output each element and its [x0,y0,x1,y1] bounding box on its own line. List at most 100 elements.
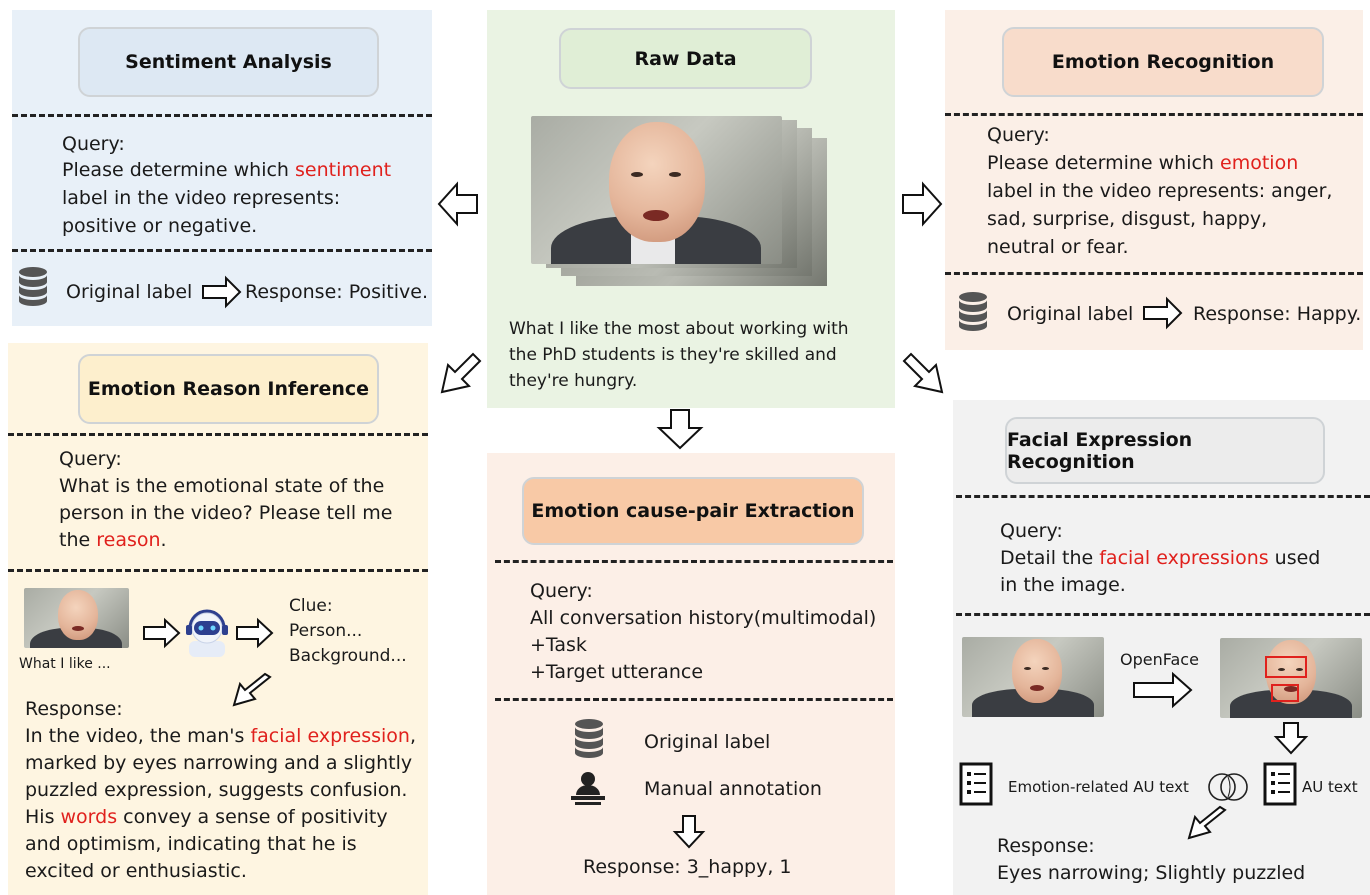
facial-expression-title: Facial Expression Recognition [1005,417,1325,484]
down-arrow-icon [672,815,706,849]
emotion-recognition-panel: Emotion Recognition Query: Please determ… [945,10,1363,350]
highlight-facial-expression: facial expression [250,725,410,747]
response-line: and optimism, indicating that he is [25,833,357,855]
divider [8,433,428,436]
clue-line: Person... [289,621,363,641]
query-text: Detail the [1000,547,1100,569]
database-icon [19,267,47,306]
divider [945,113,1363,116]
divider [956,613,1370,616]
divider [12,114,432,117]
au-eye-region-box [1265,656,1307,678]
divider [495,698,893,701]
query-text-line: positive or negative. [62,215,258,237]
response-text: Eyes narrowing; Slightly puzzled [997,862,1306,884]
query-text-line: +Task [530,634,587,656]
divider [8,569,428,572]
annotated-face-image [1220,638,1362,718]
query-text-line: Detail the facial expressions used [1000,544,1320,572]
right-arrow-icon [202,275,242,309]
highlight-facial-expressions: facial expressions [1099,547,1269,569]
response-text: Response: Happy. [1193,303,1362,325]
query-text: used [1268,547,1321,569]
down-right-arrow-icon [902,352,944,394]
response-line: puzzled expression, suggests confusion. [25,779,408,801]
emotion-related-au-text: Emotion-related AU text [1008,778,1189,796]
down-left-arrow-icon [440,352,482,394]
document-list-icon [1263,762,1297,806]
transcript-line: What I like the most about working with [509,319,849,339]
query-label: Query: [1000,520,1063,542]
original-label-text: Original label [66,281,193,303]
au-text-label: AU text [1302,778,1358,796]
input-face-image [962,637,1104,717]
annotator-icon [571,772,605,805]
emotion-cause-panel: Emotion cause-pair Extraction Query: All… [487,453,895,895]
original-label-text: Original label [1007,303,1134,325]
response-line: marked by eyes narrowing and a slightly [25,752,413,774]
right-arrow-icon [1133,671,1193,709]
openface-label: OpenFace [1120,650,1199,669]
highlight-emotion: emotion [1220,152,1299,174]
query-label: Query: [987,124,1050,146]
right-arrow-icon [236,617,274,649]
right-arrow-icon [902,181,943,227]
query-text: Please determine which [987,152,1221,174]
query-text-line: +Target utterance [530,661,704,683]
divider [956,495,1370,498]
query-text-line: label in the video represents: anger, [987,180,1333,202]
response-text: convey a sense of positivity [117,806,388,828]
document-list-icon [959,762,993,806]
manual-annotation-text: Manual annotation [644,778,822,800]
response-text: , [409,725,417,747]
response-text: In the video, the man's [25,725,251,747]
query-label: Query: [59,448,122,470]
down-left-arrow-icon [1187,805,1227,840]
au-mouth-region-box [1271,684,1299,702]
right-arrow-icon [1143,296,1183,330]
query-label: Query: [62,133,125,155]
raw-data-panel: Raw Data What I like the most about work… [487,10,895,408]
robot-assistant-icon [186,609,228,657]
clue-label: Clue: [289,596,333,616]
query-text: Please determine which [62,159,296,181]
video-thumbnail [24,588,129,648]
query-text-line: person in the video? Please tell me [59,502,393,524]
query-text-line: in the image. [1000,574,1126,596]
response-line: His words convey a sense of positivity [25,803,388,831]
database-icon [575,719,603,758]
highlight-sentiment: sentiment [295,159,392,181]
highlight-words: words [60,806,118,828]
video-frame-image [531,116,782,264]
query-text: the [59,529,97,551]
query-text-line: sad, surprise, disgust, happy, [987,208,1268,230]
sentiment-analysis-panel: Sentiment Analysis Query: Please determi… [12,10,432,326]
response-label: Response: [25,698,123,720]
query-label: Query: [530,580,593,602]
original-label-text: Original label [644,731,771,753]
response-text: Response: Positive. [245,281,428,303]
divider [12,249,432,252]
query-text-line: Please determine which emotion [987,149,1298,177]
thumbnail-caption: What I like ... [19,656,111,672]
down-left-arrow-icon [232,672,272,707]
response-text: Response: 3_happy, 1 [583,856,792,878]
response-label: Response: [997,835,1095,857]
transcript-line: the PhD students is they're skilled and [509,345,837,365]
left-arrow-icon [437,181,478,227]
query-text: . [160,529,167,551]
emotion-reason-panel: Emotion Reason Inference Query: What is … [8,343,428,895]
response-line: In the video, the man's facial expressio… [25,722,416,750]
divider [495,560,893,563]
facial-expression-panel: Facial Expression Recognition Query: Det… [953,400,1370,895]
clue-line: Background... [289,646,407,666]
query-text-line: Please determine which sentiment [62,156,391,184]
sentiment-analysis-title: Sentiment Analysis [78,27,379,97]
response-line: excited or enthusiastic. [25,860,247,882]
intersection-icon [1208,773,1248,801]
query-text-line: All conversation history(multimodal) [530,607,877,629]
transcript-line: they're hungry. [509,371,638,391]
divider [945,272,1363,275]
database-icon [959,292,987,331]
raw-data-title: Raw Data [559,28,812,89]
